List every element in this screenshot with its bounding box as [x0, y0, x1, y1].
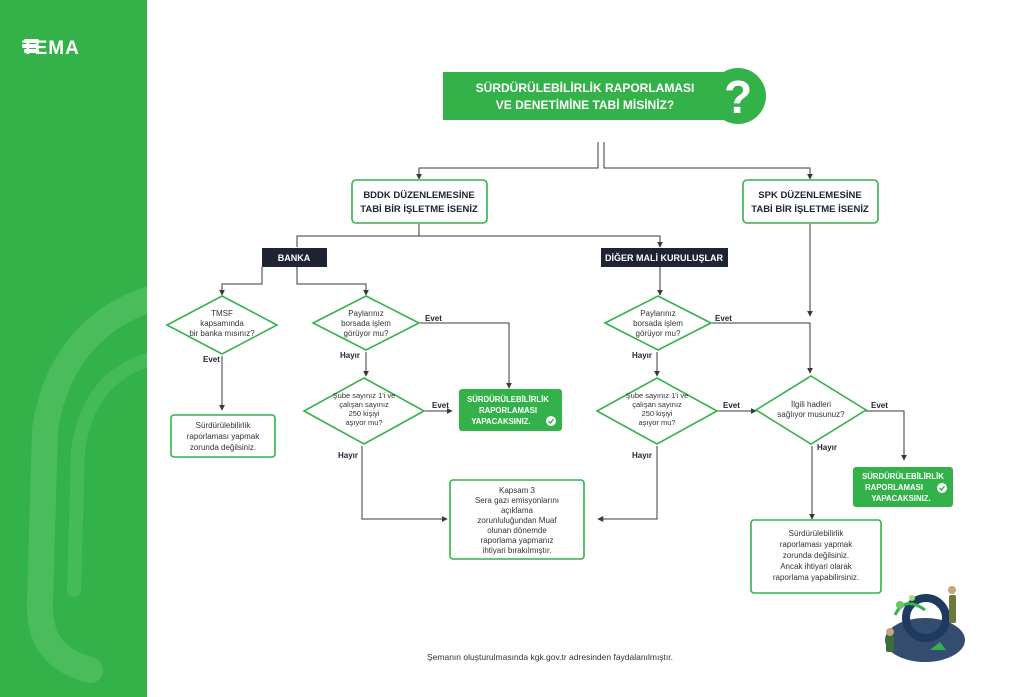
ilgili-line1: İlgili hadleri [791, 400, 831, 409]
result-yes1-line2: RAPORLAMASI [479, 406, 537, 415]
result-tmsf-no: Sürdürülebilirlik raporlaması yapmak zor… [170, 414, 276, 458]
banka-box: BANKA [262, 248, 327, 267]
title-box: SÜRDÜRÜLEBİLİRLİK RAPORLAMASI VE DENETİM… [443, 68, 766, 124]
tmsf-result-line1: Sürdürülebilirlik [196, 421, 252, 430]
ilgili-diamond: İlgili hadleri sağlıyor musunuz? [754, 375, 868, 445]
spk-result-line4: Ancak ihtiyari olarak [780, 562, 853, 571]
label-evet-ilgili: Evet [871, 401, 888, 410]
spk-result-line2: raporlaması yapmak [780, 540, 853, 549]
spk-result-line3: zorunda değilsiniz. [783, 551, 849, 560]
sube1-diamond: Şube sayınız 1'i ve çalışan sayınız 250 … [302, 377, 426, 445]
sube1-line2: çalışan sayınız [339, 400, 389, 409]
kapsam3-line3: açıklama [501, 506, 534, 515]
ilgili-line2: sağlıyor musunuz? [777, 410, 845, 419]
label-evet-tmsf: Evet [203, 355, 220, 364]
sustainability-illustration [885, 586, 965, 662]
brand-logo: TEMA [22, 38, 80, 60]
edge-labels: Evet Evet Hayır Evet Hayır Evet Hayır Ev… [203, 314, 888, 460]
kapsam3-line2: Sera gazı emisyonlarını [475, 496, 559, 505]
sube2-line4: aşıyor mu? [638, 418, 675, 427]
sube2-line3: 250 kişiyi [642, 409, 673, 418]
check-circle-icon [937, 483, 947, 493]
footer-note: Şemanın oluşturulmasında kgk.gov.tr adre… [427, 652, 673, 662]
connector-lines [219, 142, 907, 522]
kapsam3-box: Kapsam 3 Sera gazı emisyonlarını açıklam… [449, 479, 585, 560]
sube2-diamond: Şube sayınız 1'i ve çalışan sayınız 250 … [595, 377, 719, 445]
paylar1-line2: borsada işlem [341, 319, 391, 328]
title-line2: VE DENETİMİNE TABİ MİSİNİZ? [496, 97, 674, 112]
paylar2-line2: borsada işlem [633, 319, 683, 328]
paylar1-line3: görüyor mu? [344, 329, 389, 338]
kapsam3-line7: ihtiyari bırakılmıştır. [483, 546, 552, 555]
paylar2-line3: görüyor mu? [636, 329, 681, 338]
sube1-line1: Şube sayınız 1'i ve [333, 391, 396, 400]
label-evet-sube2: Evet [723, 401, 740, 410]
result-yes-2: SÜRDÜRÜLEBİLİRLİK RAPORLAMASI YAPACAKSIN… [853, 467, 953, 507]
paylar1-line1: Paylarınız [348, 309, 384, 318]
bddk-line2: TABİ BİR İŞLETME İSENİZ [360, 204, 478, 215]
title-line1: SÜRDÜRÜLEBİLİRLİK RAPORLAMASI [476, 80, 695, 95]
paylar2-diamond: Paylarınız borsada işlem görüyor mu? [603, 295, 713, 351]
result-yes1-line1: SÜRDÜRÜLEBİLİRLİK [467, 395, 549, 404]
diger-label: DİĞER MALİ KURULUŞLAR [605, 252, 723, 263]
label-hayir-paylar2: Hayır [632, 351, 652, 360]
bddk-box: BDDK DÜZENLEMESİNE TABİ BİR İŞLETME İSEN… [351, 179, 488, 224]
bddk-line1: BDDK DÜZENLEMESİNE [363, 190, 474, 201]
spk-line1: SPK DÜZENLEMESİNE [758, 190, 861, 201]
label-evet-paylar2: Evet [715, 314, 732, 323]
paylar1-diamond: Paylarınız borsada işlem görüyor mu? [311, 295, 421, 351]
check-circle-icon [546, 416, 556, 426]
spk-line2: TABİ BİR İŞLETME İSENİZ [751, 204, 869, 215]
result-yes2-line3: YAPACAKSINIZ. [871, 494, 930, 503]
result-yes-1: SÜRDÜRÜLEBİLİRLİK RAPORLAMASI YAPACAKSIN… [459, 389, 562, 431]
brand-name: TEMA [22, 38, 80, 59]
tmsf-result-line2: raporlaması yapmak [187, 432, 260, 441]
kapsam3-line6: raporlama yapmanız [481, 536, 554, 545]
paylar2-line1: Paylarınız [640, 309, 676, 318]
sube2-line1: Şube sayınız 1'i ve [626, 391, 689, 400]
tema-logo-icon [22, 39, 39, 53]
spk-result-line1: Sürdürülebilirlik [789, 529, 845, 538]
sube1-line3: 250 kişiyi [349, 409, 380, 418]
spk-box: SPK DÜZENLEMESİNE TABİ BİR İŞLETME İSENİ… [742, 179, 879, 224]
sube2-line2: çalışan sayınız [632, 400, 682, 409]
sube1-line4: aşıyor mu? [345, 418, 382, 427]
result-yes2-line1: SÜRDÜRÜLEBİLİRLİK [862, 472, 944, 481]
diger-box: DİĞER MALİ KURULUŞLAR [601, 248, 728, 267]
banka-label: BANKA [278, 253, 311, 263]
label-hayir-sube2: Hayır [632, 451, 652, 460]
sidebar: TEMA [0, 0, 147, 697]
tmsf-line3: bir banka mısınız? [189, 329, 255, 338]
kapsam3-line1: Kapsam 3 [499, 486, 536, 495]
result-spk-no: Sürdürülebilirlik raporlaması yapmak zor… [750, 519, 882, 594]
question-mark-icon: ? [724, 71, 752, 123]
kapsam3-line4: zorunluluğundan Muaf [477, 516, 557, 525]
spk-result-line5: raporlama yapabilirsiniz. [773, 573, 859, 582]
result-yes1-line3: YAPACAKSINIZ. [471, 417, 530, 426]
sidebar-decoration [26, 287, 147, 683]
result-yes2-line2: RAPORLAMASI [865, 483, 923, 492]
label-hayir-ilgili: Hayır [817, 443, 837, 452]
tmsf-line1: TMSF [211, 309, 233, 318]
label-hayir-paylar1: Hayır [340, 351, 360, 360]
label-evet-sube1: Evet [432, 401, 449, 410]
label-hayir-sube1: Hayır [338, 451, 358, 460]
label-evet-paylar1: Evet [425, 314, 442, 323]
kapsam3-line5: olunan dönemde [487, 526, 547, 535]
tmsf-diamond: TMSF kapsamında bir banka mısınız? [165, 295, 279, 355]
tmsf-result-line3: zorunda değilsiniz. [190, 443, 256, 452]
tmsf-line2: kapsamında [200, 319, 244, 328]
